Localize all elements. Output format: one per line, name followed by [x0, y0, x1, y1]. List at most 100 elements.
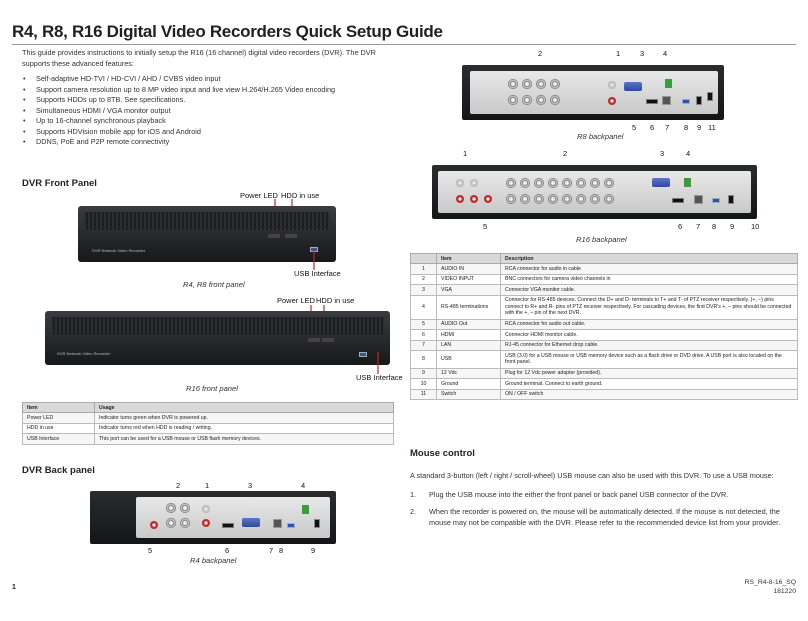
callout-number: 2: [538, 49, 543, 58]
mouse-intro: A standard 3-button (left / right / scro…: [410, 471, 774, 480]
table-header: Item: [436, 253, 501, 264]
document-code: RS_R4-8-16_SQ 181220: [700, 578, 796, 596]
table-row: 3 VGA Connector VGA monitor cable.: [410, 284, 798, 296]
power-led-label: Power LED: [240, 191, 278, 200]
callout-number: 5: [632, 123, 637, 132]
table-row: 5 AUDIO Out RCA connector for audio out …: [410, 318, 798, 331]
mouse-step: 1. Plug the USB mouse into the either th…: [410, 490, 798, 501]
front-usb-port-r16: [359, 352, 367, 357]
table-row: 1 AUDIO IN RCA connector for audio in ca…: [410, 263, 798, 275]
table-cell: RCA connector for audio in cable: [500, 263, 798, 275]
step-text: Plug the USB mouse into the either the f…: [429, 490, 729, 499]
dvr-front-panel-r4-r8: DVR Network Video Recorder: [78, 206, 336, 262]
table-cell: 9: [410, 367, 437, 380]
table-cell: Indicator turns green when DVR is powere…: [94, 412, 394, 424]
feature-item: Supports HDDs up to 8TB. See specificati…: [22, 95, 394, 106]
callout-number: 5: [148, 546, 153, 555]
usb-interface-label: USB Interface: [294, 269, 341, 278]
back-panel-r16-caption: R16 backpanel: [576, 235, 627, 244]
title-divider: [12, 44, 796, 45]
table-header-row: Item Usage: [22, 402, 394, 413]
table-cell: 2: [410, 273, 437, 286]
table-cell: RJ-45 connector for Ethernet drop cable.: [500, 339, 798, 352]
table-header-row: Item Description: [410, 253, 798, 264]
feature-item: Self-adaptive HD-TVI / HD-CVI / AHD / CV…: [22, 74, 394, 85]
hdd-in-use-label: HDD in use: [281, 191, 320, 200]
callout-number: 1: [205, 481, 210, 490]
table-cell: Switch: [436, 388, 501, 401]
table-cell: Connector for RS-485 devices. Connect th…: [500, 294, 798, 320]
table-cell: LAN: [436, 339, 501, 352]
dvr-back-panel-r16: [432, 165, 757, 219]
page-number: 1: [12, 584, 16, 591]
document-id: RS_R4-8-16_SQ: [744, 579, 796, 586]
feature-item: Simultaneous HDMI / VGA monitor output: [22, 106, 394, 117]
table-cell: 6: [410, 329, 437, 341]
table-cell: Ground terminal. Connect to earth ground…: [500, 378, 798, 390]
table-header: Description: [500, 253, 798, 264]
callout-number: 8: [712, 222, 717, 231]
callout-number: 3: [248, 481, 253, 490]
table-cell: RCA connector for audio out cable.: [500, 318, 798, 331]
table-cell: Ground: [436, 378, 501, 390]
table-cell: ON / OFF switch: [500, 388, 798, 401]
callout-number: 9: [730, 222, 735, 231]
callout-number: 6: [678, 222, 683, 231]
usb-callout-line-1: [313, 248, 315, 270]
front-panel-usage-table: Item Usage Power LED Indicator turns gre…: [22, 402, 394, 445]
front-panel-r4-r8-caption: R4, R8 front panel: [183, 280, 245, 289]
table-row: Power LED Indicator turns green when DVR…: [22, 412, 394, 424]
usb-callout-line-2: [377, 352, 379, 374]
callout-number: 11: [708, 123, 716, 132]
table-row: 7 LAN RJ-45 connector for Ethernet drop …: [410, 339, 798, 352]
callout-number: 7: [665, 123, 670, 132]
table-cell: USB: [436, 350, 501, 369]
table-row: 2 VIDEO INPUT BNC connectors for camera …: [410, 273, 798, 286]
back-panel-heading: DVR Back panel: [22, 465, 95, 476]
table-row: 4 RS-485 terminations Connector for RS-4…: [410, 294, 798, 320]
callout-number: 9: [697, 123, 702, 132]
dvr-front-panel-r16: DVR Network Video Recorder: [45, 311, 390, 365]
table-cell: This port can be used for a USB mouse or…: [94, 433, 394, 445]
table-cell: 5: [410, 318, 437, 331]
callout-number: 2: [563, 149, 568, 158]
table-row: 6 HDMI Connector HDMI monitor cable.: [410, 329, 798, 341]
table-cell: Connector HDMI monitor cable.: [500, 329, 798, 341]
front-brand-text-r16: DVR Network Video Recorder: [57, 351, 111, 356]
front-panel-r16-caption: R16 front panel: [186, 384, 238, 393]
callout-number: 6: [650, 123, 655, 132]
feature-item: Up to 16-channel synchronous playback: [22, 116, 394, 127]
step-number: 2.: [410, 507, 417, 516]
callout-number: 6: [225, 546, 230, 555]
table-cell: Connector VGA monitor cable.: [500, 284, 798, 296]
dvr-back-panel-r8: [462, 65, 724, 120]
callout-number: 3: [660, 149, 665, 158]
table-cell: USB (3.0) for a USB mouse or USB memory …: [500, 350, 798, 369]
front-panel-heading: DVR Front Panel: [22, 178, 97, 189]
back-panel-items-table: Item Description 1 AUDIO IN RCA connecto…: [410, 253, 798, 401]
feature-list: Self-adaptive HD-TVI / HD-CVI / AHD / CV…: [22, 74, 394, 148]
dvr-back-panel-r4: [90, 491, 336, 544]
document-date: 181220: [773, 588, 796, 595]
table-row: HDD in use Indicator turns red when HDD …: [22, 422, 394, 435]
mouse-control-heading: Mouse control: [410, 448, 475, 459]
callout-number: 7: [696, 222, 701, 231]
table-cell: USB Interface: [22, 433, 95, 445]
feature-item: Supports HDVision mobile app for iOS and…: [22, 127, 394, 138]
step-text: When the recorder is powered on, the mou…: [429, 507, 781, 527]
intro-paragraph: This guide provides instructions to init…: [22, 48, 376, 68]
table-cell: HDMI: [436, 329, 501, 341]
back-panel-r8-caption: R8 backpanel: [577, 132, 624, 141]
table-cell: AUDIO Out: [436, 318, 501, 331]
callout-number: 10: [751, 222, 760, 231]
callout-number: 4: [686, 149, 691, 158]
table-cell: 8: [410, 350, 437, 369]
power-led-label-r16: Power LED: [277, 296, 315, 305]
table-header: [410, 253, 437, 264]
table-cell: HDD in use: [22, 422, 95, 435]
table-header: Item: [22, 402, 95, 413]
table-cell: Indicator turns red when HDD is reading …: [94, 422, 394, 435]
usb-interface-label-r16: USB Interface: [356, 373, 403, 382]
table-cell: Power LED: [22, 412, 95, 424]
hdd-in-use-label-r16: HDD in use: [316, 296, 355, 305]
